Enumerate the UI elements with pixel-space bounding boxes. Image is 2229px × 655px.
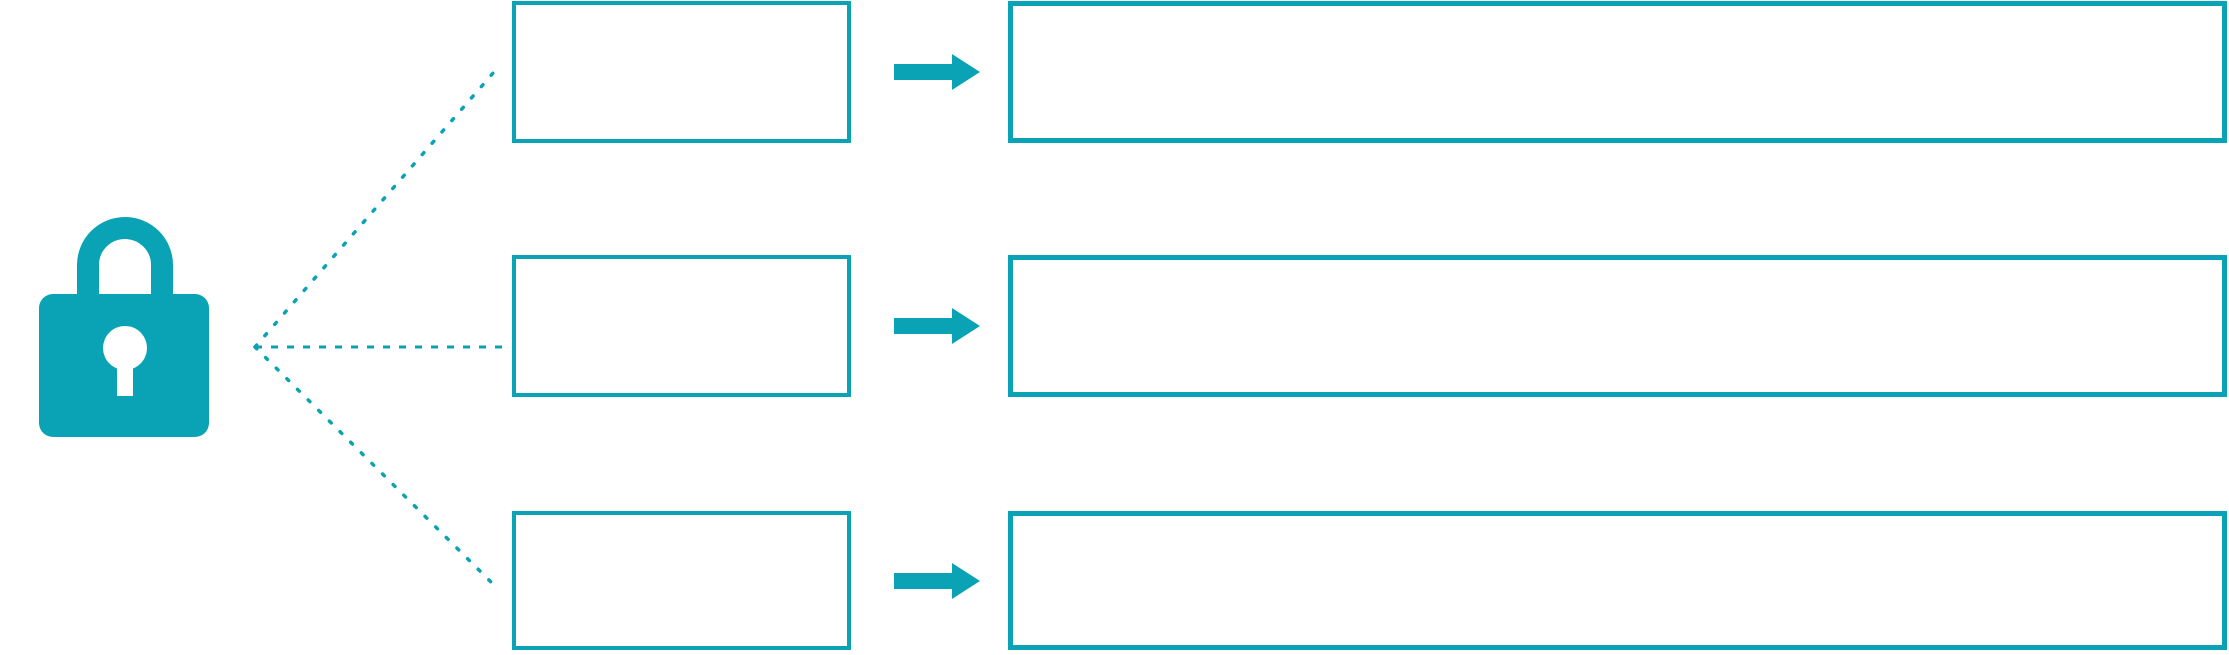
keyhole-stem — [117, 348, 133, 396]
right-arrow-icon-row-2 — [894, 308, 980, 344]
small-box-row-1 — [512, 1, 851, 143]
padlock-shackle — [77, 217, 173, 329]
small-box-row-2 — [512, 255, 851, 397]
right-arrow-icon-row-1 — [894, 54, 980, 90]
small-box-row-3 — [512, 511, 851, 650]
dotted-connector-top — [253, 70, 496, 349]
wide-box-row-3 — [1008, 511, 2227, 650]
padlock-icon — [39, 217, 209, 437]
wide-box-row-2 — [1008, 255, 2227, 397]
dotted-connector-bottom — [253, 345, 499, 590]
wide-box-row-1 — [1008, 1, 2227, 143]
right-arrow-icon-row-3 — [894, 563, 980, 599]
